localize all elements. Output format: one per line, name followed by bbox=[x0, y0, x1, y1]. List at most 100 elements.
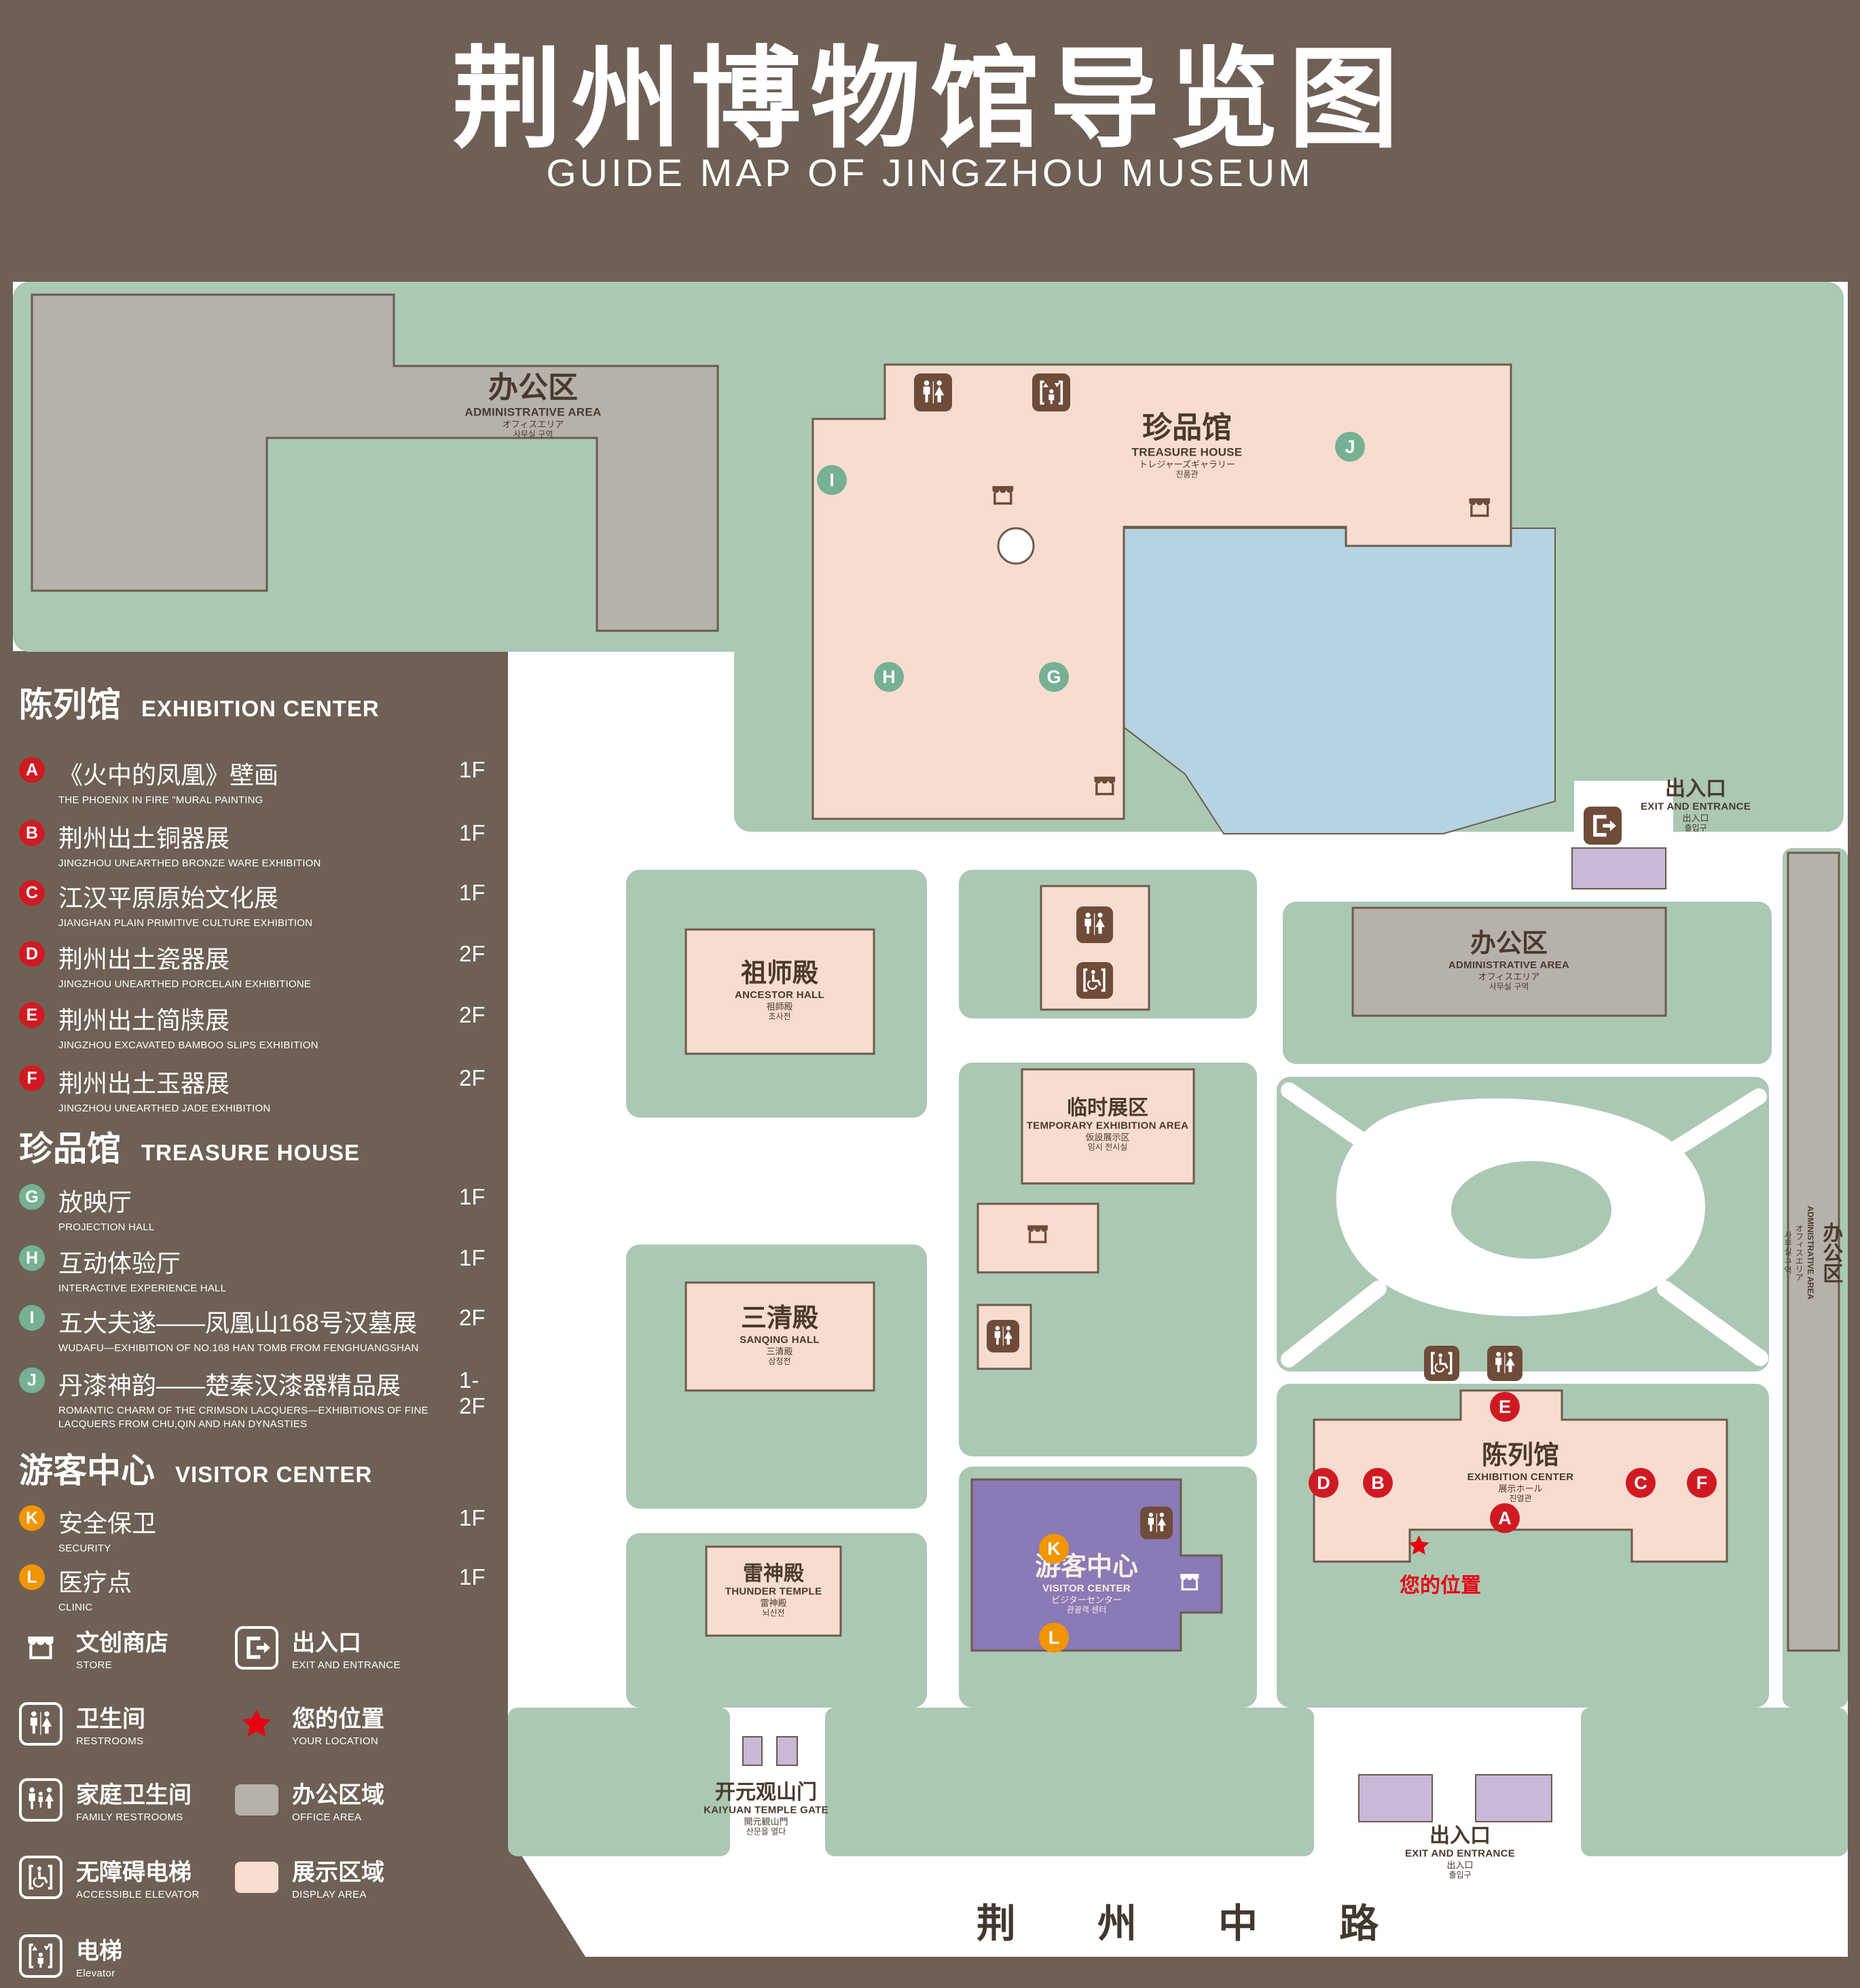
map-marker-I: I bbox=[817, 465, 847, 495]
map-marker-A: A bbox=[1490, 1503, 1520, 1533]
gazebo bbox=[997, 527, 1035, 565]
badge-C: C bbox=[19, 880, 45, 906]
gate-south-exit-2 bbox=[1475, 1774, 1552, 1822]
label-road: 荆 州 中 路 bbox=[976, 1902, 1415, 1946]
item-title: 荆州出土铜器展 bbox=[58, 824, 230, 852]
accessible-elevator-icon bbox=[19, 1855, 62, 1899]
building-admin-strip bbox=[1787, 851, 1840, 1652]
section-visitor-center: 游客中心 VISITOR CENTER bbox=[19, 1452, 373, 1490]
building-ancestor-hall bbox=[685, 928, 875, 1055]
lawn-south-3 bbox=[1581, 1708, 1848, 1856]
gate-kaiyuan-1 bbox=[742, 1736, 763, 1766]
lawn-south-2 bbox=[825, 1708, 1314, 1856]
elevator-icon bbox=[19, 1934, 62, 1978]
badge-E: E bbox=[19, 1002, 45, 1028]
page-title: 荆州博物馆导览图 bbox=[452, 38, 1408, 161]
item-floor: 1F bbox=[459, 1184, 486, 1209]
badge-D: D bbox=[19, 941, 45, 967]
item-subtitle: JINGZHOU UNEARTHED JADE EXHIBITION bbox=[58, 1103, 271, 1114]
label-thunder-temple: 雷神殿 THUNDER TEMPLE 雷神殿 뇌신전 bbox=[725, 1562, 822, 1619]
legend-item-D: D 荆州出土瓷器展 JINGZHOU UNEARTHED PORCELAIN E… bbox=[19, 940, 498, 991]
item-subtitle: JIANGHAN PLAIN PRIMITIVE CULTURE EXHIBIT… bbox=[58, 917, 313, 929]
badge-I: I bbox=[19, 1305, 45, 1331]
store-icon bbox=[1084, 768, 1125, 805]
item-floor: 1F bbox=[459, 880, 486, 905]
item-subtitle: THE PHOENIX IN FIRE "MURAL PAINTING bbox=[58, 794, 263, 806]
legend-item-B: B 荆州出土铜器展 JINGZHOU UNEARTHED BRONZE WARE… bbox=[19, 819, 498, 870]
map-marker-F: F bbox=[1687, 1468, 1717, 1498]
restroom-icon bbox=[914, 373, 952, 411]
building-exhibition-center bbox=[1313, 1389, 1728, 1563]
item-title: 五大夫遂——凤凰山168号汉墓展 bbox=[58, 1309, 418, 1337]
item-floor: 1F bbox=[459, 820, 486, 845]
restroom-icon bbox=[987, 1320, 1019, 1352]
item-title: 医疗点 bbox=[58, 1568, 132, 1596]
item-subtitle: SECURITY bbox=[58, 1543, 111, 1554]
label-treasure-house: 珍品馆 TREASURE HOUSE トレジャーズギャラリー 진품관 bbox=[1131, 411, 1243, 479]
item-floor: 1F bbox=[459, 1505, 486, 1530]
exit-icon bbox=[235, 1625, 278, 1670]
map-marker-C: C bbox=[1626, 1468, 1656, 1498]
legend-item-E: E 荆州出土简牍展 JINGZHOU EXCAVATED BAMBOO SLIP… bbox=[19, 1001, 498, 1052]
restroom-icon bbox=[19, 1701, 62, 1746]
item-subtitle: JINGZHOU UNEARTHED BRONZE WARE EXHIBITIO… bbox=[58, 858, 321, 869]
section-treasure-house: 珍品馆 TREASURE HOUSE bbox=[19, 1130, 361, 1168]
map-marker-K: K bbox=[1039, 1534, 1069, 1564]
section-exhibition-center: 陈列馆 EXHIBITION CENTER bbox=[19, 686, 380, 724]
item-subtitle: JINGZHOU UNEARTHED PORCELAIN EXHIBITIONE bbox=[58, 978, 311, 990]
map-marker-J: J bbox=[1335, 432, 1365, 462]
store-icon bbox=[983, 477, 1023, 514]
garden-island bbox=[1451, 1161, 1611, 1259]
legend-item-A: A 《火中的凤凰》壁画 THE PHOENIX IN FIRE "MURAL P… bbox=[19, 756, 498, 807]
map-marker-D: D bbox=[1309, 1468, 1338, 1498]
badge-J: J bbox=[19, 1367, 45, 1393]
item-subtitle: INTERACTIVE EXPERIENCE HALL bbox=[58, 1283, 227, 1294]
legend-item-F: F 荆州出土玉器展 JINGZHOU UNEARTHED JADE EXHIBI… bbox=[19, 1064, 498, 1116]
item-title: 荆州出土简牍展 bbox=[58, 1006, 230, 1034]
location-star-icon bbox=[235, 1702, 278, 1746]
building-admin-top bbox=[31, 293, 719, 632]
family-restroom-icon bbox=[19, 1778, 62, 1822]
item-subtitle: JINGZHOU EXCAVATED BAMBOO SLIPS EXHIBITI… bbox=[58, 1039, 318, 1051]
label-south-exit: 出入口 EXIT AND ENTRANCE 出入口 출입구 bbox=[1404, 1824, 1516, 1881]
store-icon bbox=[1459, 490, 1500, 526]
store-icon bbox=[1018, 1217, 1057, 1252]
your-location-star-icon bbox=[1403, 1530, 1434, 1561]
badge-F: F bbox=[19, 1065, 45, 1091]
legend-item-K: K 安全保卫 SECURITY 1F bbox=[19, 1504, 498, 1556]
legend-item-J: J 丹漆神韵——楚秦汉漆器精品展 ROMANTIC CHARM OF THE C… bbox=[19, 1366, 498, 1431]
item-floor: 2F bbox=[459, 941, 486, 966]
building-temporary-area bbox=[1021, 1068, 1195, 1185]
building-sanqing-hall bbox=[685, 1281, 875, 1392]
accessible-elevator-icon bbox=[1424, 1346, 1459, 1381]
item-title: 荆州出土玉器展 bbox=[58, 1069, 230, 1097]
item-subtitle: CLINIC bbox=[58, 1602, 93, 1613]
accessible-restroom-icon bbox=[1076, 962, 1113, 999]
badge-A: A bbox=[19, 757, 45, 783]
gate-kaiyuan-2 bbox=[776, 1736, 798, 1766]
garden-path-arms bbox=[1281, 1082, 1768, 1367]
your-location-label: 您的位置 bbox=[1400, 1575, 1481, 1597]
building-treasure-house bbox=[812, 363, 1512, 820]
item-subtitle: ROMANTIC CHARM OF THE CRIMSON LACQUERS—E… bbox=[58, 1405, 428, 1430]
restroom-icon bbox=[1487, 1346, 1522, 1381]
item-floor: 2F bbox=[459, 1065, 486, 1090]
legend-item-C: C 江汉平原原始文化展 JIANGHAN PLAIN PRIMITIVE CUL… bbox=[19, 879, 498, 930]
item-title: 江汉平原原始文化展 bbox=[58, 884, 279, 912]
legend-item-H: H 互动体验厅 INTERACTIVE EXPERIENCE HALL 1F bbox=[19, 1244, 498, 1295]
building-admin-right bbox=[1351, 906, 1667, 1017]
item-subtitle: PROJECTION HALL bbox=[58, 1221, 155, 1233]
store-icon bbox=[1172, 1566, 1207, 1598]
item-title: 互动体验厅 bbox=[58, 1249, 181, 1277]
item-title: 《火中的凤凰》壁画 bbox=[58, 761, 279, 789]
badge-B: B bbox=[19, 820, 45, 846]
label-admin-top: 办公区 ADMINISTRATIVE AREA オフィスエリア 사무실 구역 bbox=[464, 371, 602, 439]
item-subtitle: WUDAFU—EXHIBITION OF NO.168 HAN TOMB FRO… bbox=[58, 1342, 419, 1354]
